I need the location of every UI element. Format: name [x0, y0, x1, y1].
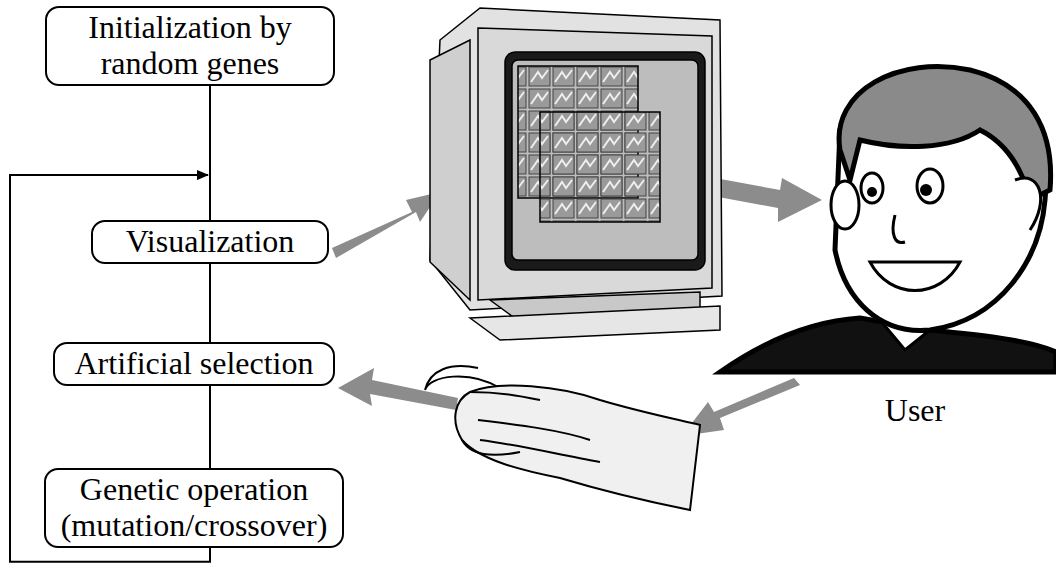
flow-line: [209, 386, 211, 468]
user-label: User: [885, 392, 945, 429]
box-text: Artificial selection: [65, 346, 323, 382]
user-figure: [720, 67, 1056, 372]
box-text: Initialization by random genes: [57, 10, 323, 82]
process-box: Visualization: [91, 220, 329, 264]
process-box: Genetic operation (mutation/crossover): [44, 468, 344, 548]
box-text: Genetic operation (mutation/crossover): [56, 472, 332, 544]
monitor: [430, 8, 722, 340]
process-box: Artificial selection: [53, 342, 335, 386]
hand-with-mouse: [425, 366, 700, 510]
flow-line: [209, 264, 211, 342]
flow-line: [209, 86, 211, 220]
process-box: Initialization by random genes: [45, 6, 335, 86]
box-text: Visualization: [103, 224, 317, 260]
